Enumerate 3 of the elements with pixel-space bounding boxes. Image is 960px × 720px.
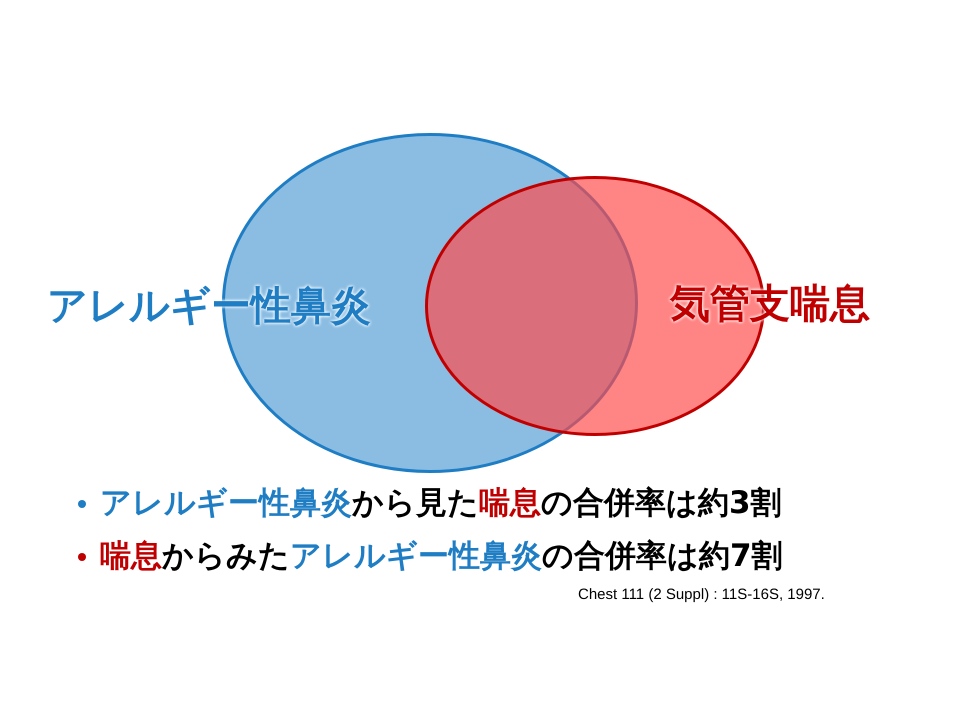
bullet-text: アレルギー性鼻炎から見た喘息の合併率は約3割 [100,484,782,523]
bullet-text: 喘息からみたアレルギー性鼻炎の合併率は約7割 [100,537,783,576]
citation-text: Chest 111 (2 Suppl) : 11S-16S, 1997. [578,586,825,603]
